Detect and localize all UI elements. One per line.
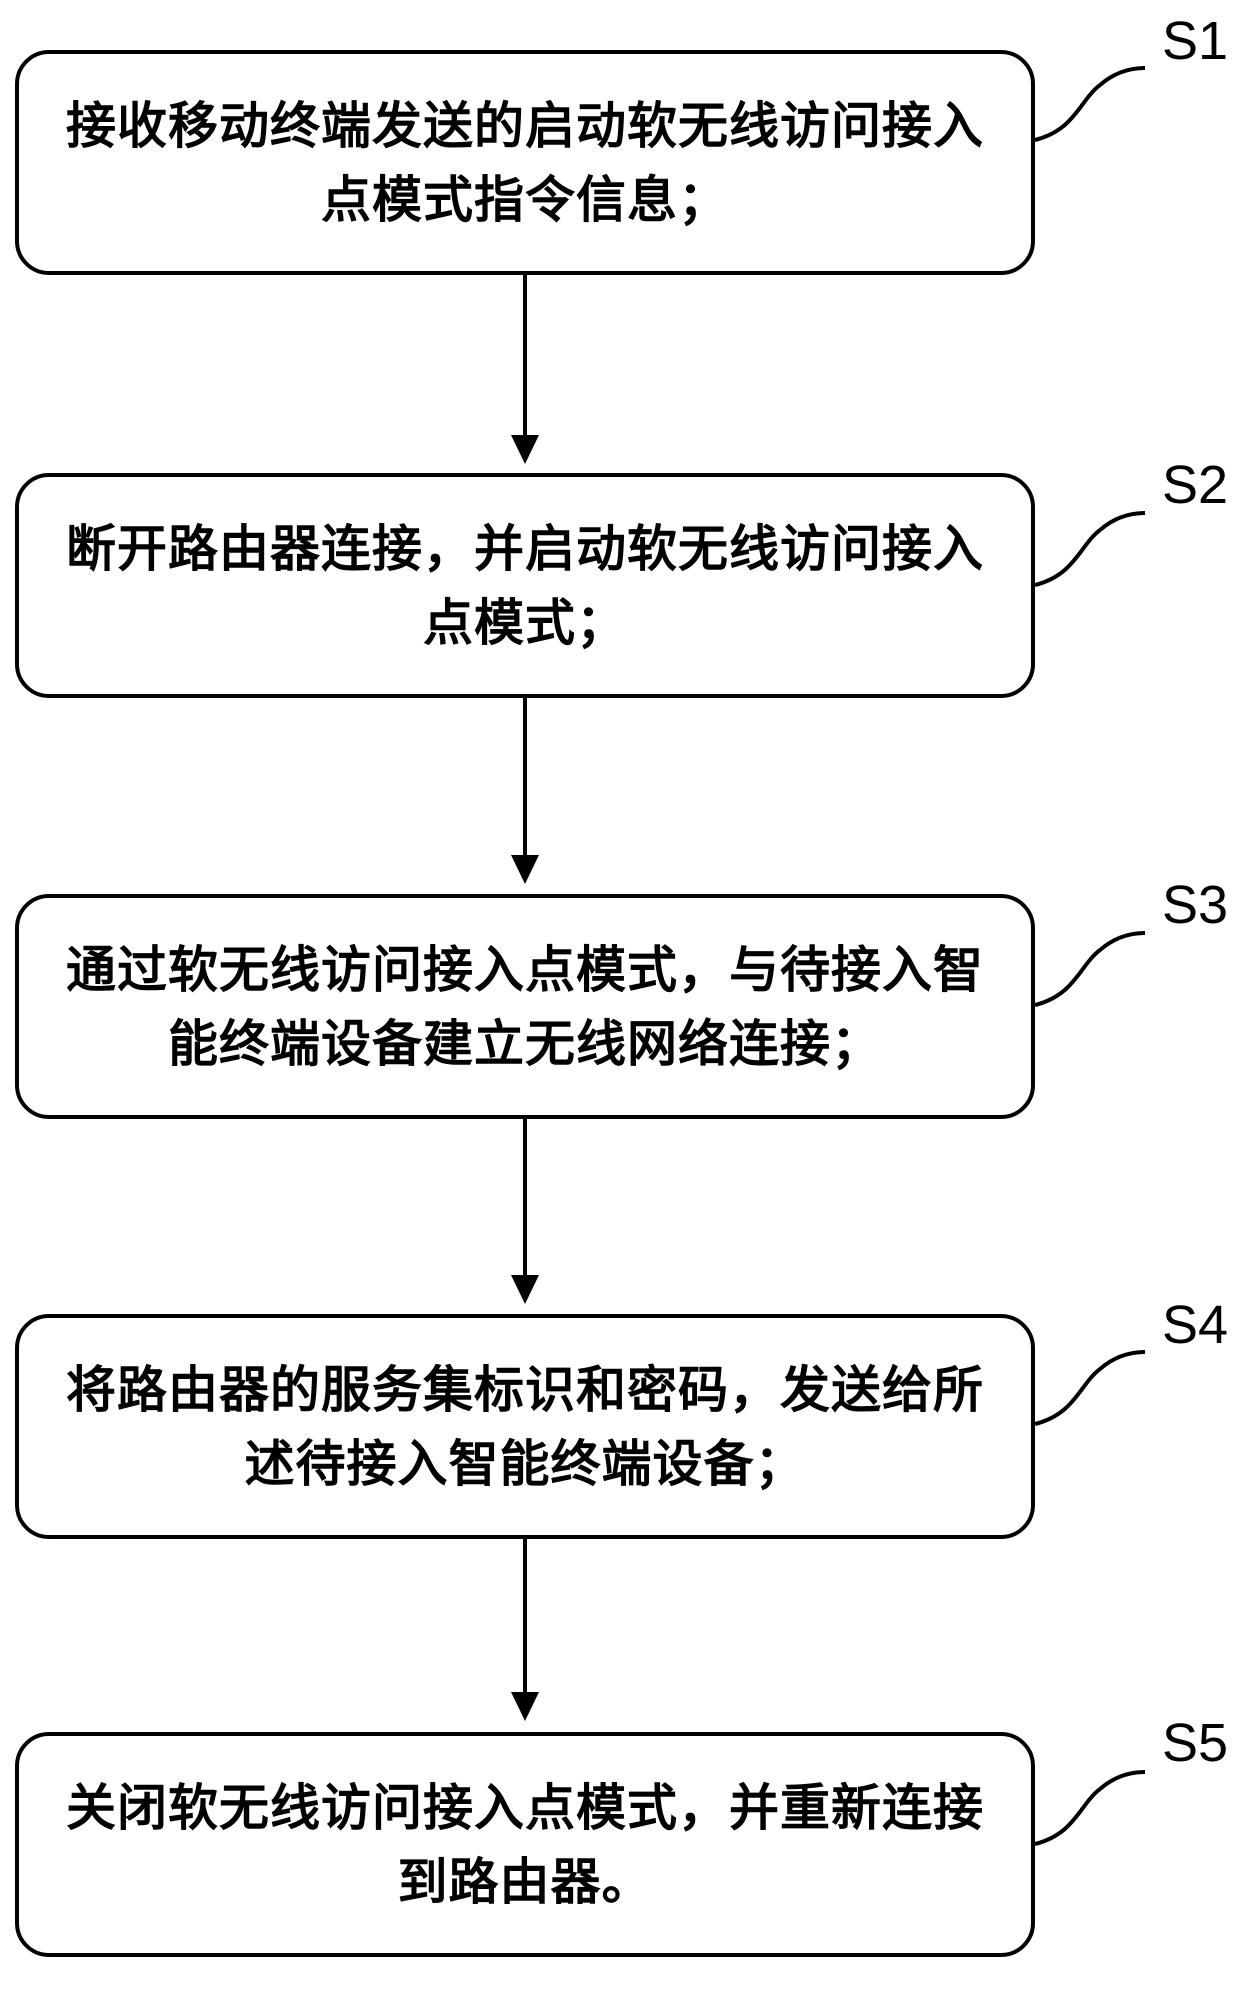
step-box-s4: 将路由器的服务集标识和密码，发送给所述待接入智能终端设备； — [15, 1314, 1035, 1539]
step-box-s1: 接收移动终端发送的启动软无线访问接入点模式指令信息； — [15, 50, 1035, 275]
leader-line-s4 — [1034, 1350, 1146, 1426]
step-box-s5: 关闭软无线访问接入点模式，并重新连接到路由器。 — [15, 1732, 1035, 1957]
arrow-s1-s2 — [511, 275, 539, 464]
leader-line-s3 — [1034, 931, 1146, 1007]
step-box-s3: 通过软无线访问接入点模式，与待接入智能终端设备建立无线网络连接； — [15, 894, 1035, 1119]
step-label-s2: S2 — [1161, 455, 1229, 515]
step-text-s4: 将路由器的服务集标识和密码，发送给所述待接入智能终端设备； — [66, 1360, 984, 1493]
step-text-s1: 接收移动终端发送的启动软无线访问接入点模式指令信息； — [66, 96, 984, 229]
step-label-s4: S4 — [1161, 1295, 1229, 1355]
step-label-s5: S5 — [1161, 1713, 1229, 1773]
arrow-s3-s4 — [511, 1119, 539, 1304]
leader-line-s5 — [1034, 1770, 1146, 1846]
step-label-s3: S3 — [1161, 875, 1229, 935]
step-text-s2: 断开路由器连接，并启动软无线访问接入点模式； — [66, 519, 984, 652]
arrow-s2-s3 — [511, 698, 539, 884]
leader-line-s2 — [1034, 511, 1146, 587]
step-text-s3: 通过软无线访问接入点模式，与待接入智能终端设备建立无线网络连接； — [66, 940, 984, 1073]
leader-line-s1 — [1034, 66, 1146, 142]
step-label-s1: S1 — [1161, 11, 1229, 71]
step-box-s2: 断开路由器连接，并启动软无线访问接入点模式； — [15, 473, 1035, 698]
step-text-s5: 关闭软无线访问接入点模式，并重新连接到路由器。 — [66, 1778, 984, 1911]
arrow-s4-s5 — [511, 1539, 539, 1721]
